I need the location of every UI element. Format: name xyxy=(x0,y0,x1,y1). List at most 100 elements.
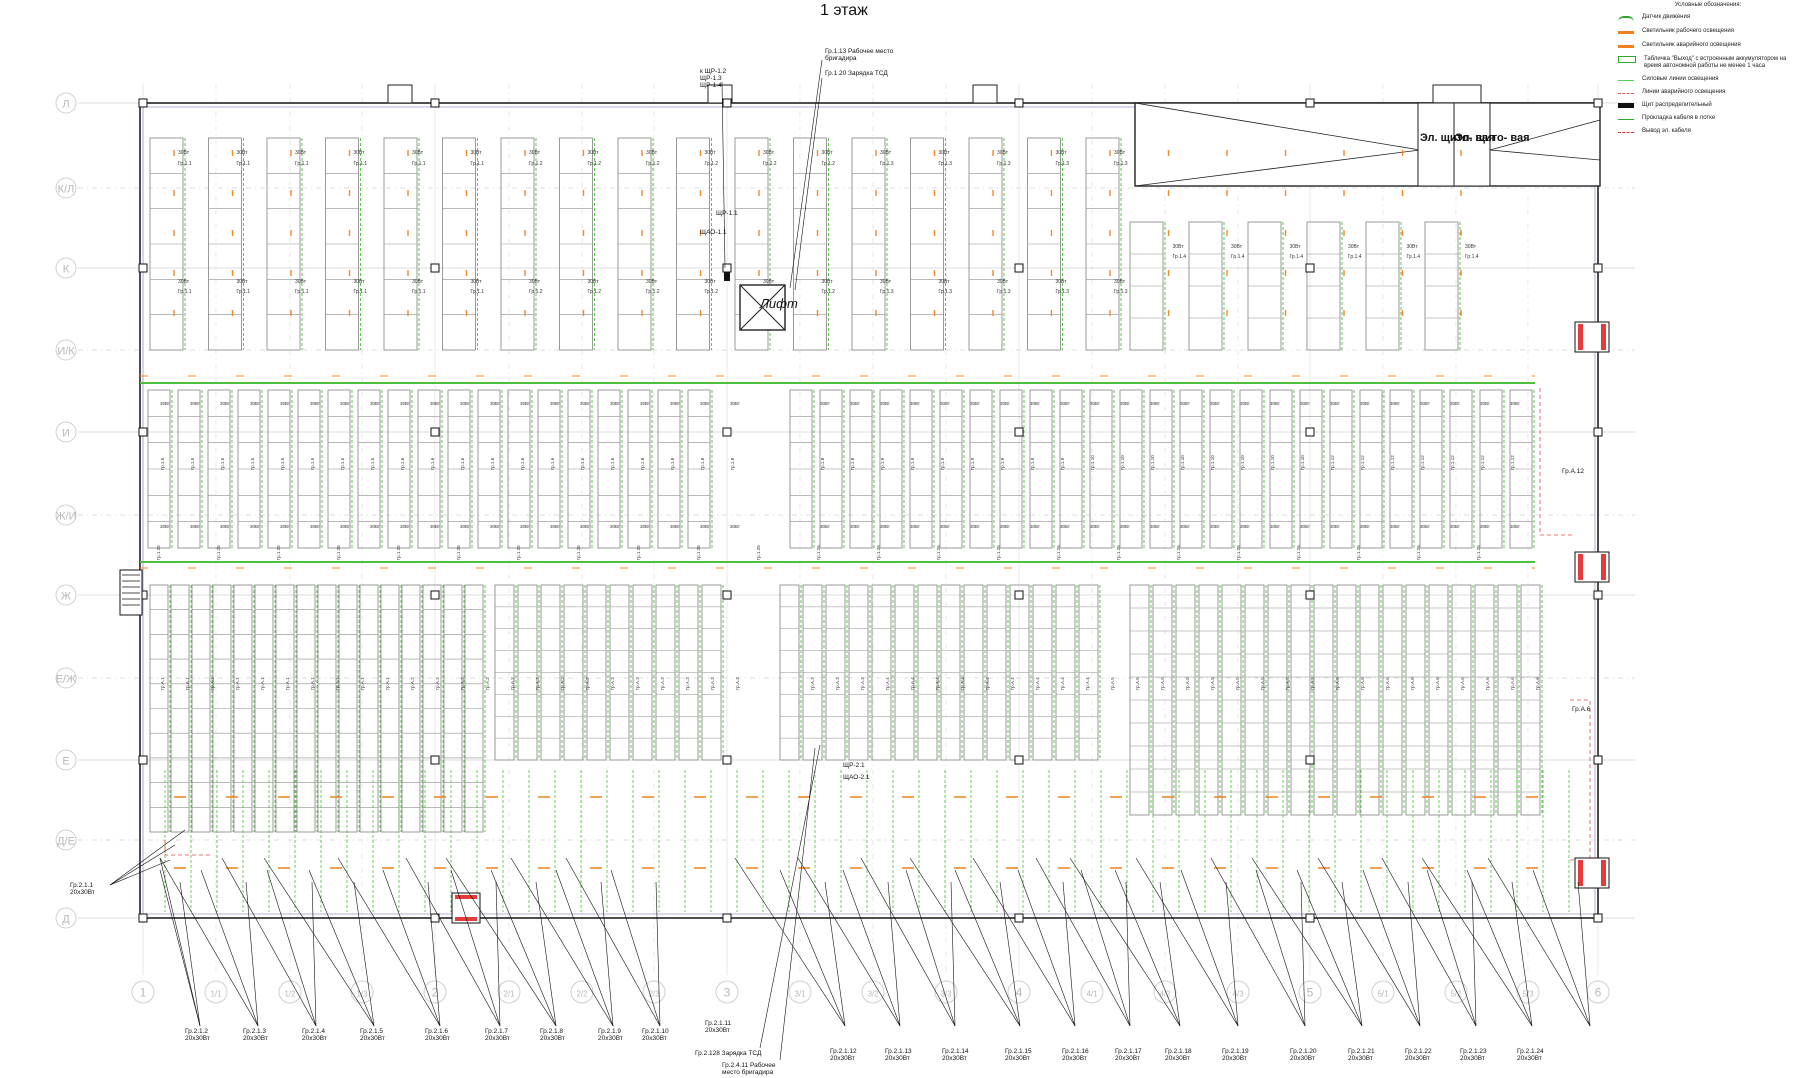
structural-column xyxy=(430,427,440,437)
group-label: Гр.А.6 xyxy=(1385,677,1390,690)
building-outline xyxy=(139,102,1599,919)
leader-line xyxy=(1080,869,1131,1027)
group-label: Гр.1.26 xyxy=(1116,545,1121,560)
structural-column xyxy=(1014,913,1024,923)
fixture-label: 30Вт xyxy=(1090,401,1100,406)
leader-line xyxy=(1466,869,1533,1027)
leader-line xyxy=(655,881,661,1027)
structural-column xyxy=(430,263,440,273)
fixture-label: 30Вт xyxy=(1120,524,1130,529)
fixture-label: 30Вт xyxy=(520,401,530,406)
emergency-line xyxy=(1539,388,1575,536)
group-label: Гр.1.8 xyxy=(640,457,645,470)
fixture-label: 30Вт xyxy=(400,524,410,529)
shao21-label: ЩАО-2.1 xyxy=(843,774,870,781)
group-label: Гр.1.1 xyxy=(237,289,251,295)
grid-col-label: 2/3 xyxy=(648,990,660,999)
fixture-label: 30Вт xyxy=(940,524,950,529)
group-label: Гр.А.1 xyxy=(385,677,390,690)
grid-col-label: 3/2 xyxy=(867,990,879,999)
group-label: Гр.А.5 xyxy=(1235,677,1240,690)
grid-col-bubble xyxy=(278,980,302,1004)
group-label: Гр.1.1 xyxy=(412,289,426,295)
group-label: Гр.А.6 xyxy=(1335,677,1340,690)
fixture-label: 30Вт xyxy=(310,401,320,406)
grid-col-bubble xyxy=(570,980,594,1004)
group-label: Гр.1.6 xyxy=(610,457,615,470)
roof-hatch xyxy=(1432,84,1482,104)
fixture-label: 30Вт xyxy=(822,150,834,156)
group-callout: Гр.2.1.2 20х30Вт xyxy=(185,1028,210,1042)
fixture-label: 30Вт xyxy=(1330,401,1340,406)
fixture-label: 30Вт xyxy=(1210,524,1220,529)
group-label: Гр.А.4 xyxy=(910,677,915,690)
leader-line xyxy=(1511,881,1533,1027)
fixture-label: 30Вт xyxy=(850,401,860,406)
group-label: Гр.1.12 xyxy=(1330,455,1335,470)
fixture-label: 30Вт xyxy=(160,524,170,529)
leader-line xyxy=(245,881,259,1027)
group-label: Гр.А.4 xyxy=(1060,677,1065,690)
emergency-line xyxy=(164,840,210,856)
fixture-label: 30Вт xyxy=(250,524,260,529)
fixture-label: 30Вт xyxy=(550,524,560,529)
leader-line xyxy=(565,857,661,1027)
leader-line xyxy=(1035,857,1131,1027)
group-label: Гр.1.8 xyxy=(850,457,855,470)
fixture-label: 30Вт xyxy=(1360,401,1370,406)
group-label: Гр.1.8 xyxy=(700,457,705,470)
fixture-label: 30Вт xyxy=(1300,401,1310,406)
structural-column xyxy=(1305,98,1315,108)
group-label: Гр.1.4 xyxy=(1290,254,1304,260)
electrical-room xyxy=(1453,102,1491,187)
group-label: Гр.1.3 xyxy=(880,161,894,167)
fixture-label: 30Вт xyxy=(1114,279,1126,285)
leader-line xyxy=(1362,869,1421,1027)
fixture-label: 30Вт xyxy=(412,150,424,156)
grid-col-label: 6 xyxy=(1595,986,1602,1000)
group-callout: Гр.2.1.14 20х30Вт xyxy=(942,1048,969,1062)
group-label: Гр.А.1 xyxy=(285,677,290,690)
group-label: Гр.1.9 xyxy=(1030,457,1035,470)
group-callout: Гр.2.1.12 20х30Вт xyxy=(830,1048,857,1062)
group-label: Гр.А.6 xyxy=(1485,677,1490,690)
leader-line xyxy=(734,857,846,1027)
grid-row-label: Д/Е xyxy=(57,836,75,848)
gate-leaf xyxy=(455,917,477,921)
fixture-label: 30Вт xyxy=(640,401,650,406)
leader-line xyxy=(1159,881,1181,1027)
group-label: Гр.1.25 xyxy=(456,545,461,560)
group-label: Гр.1.26 xyxy=(1296,545,1301,560)
gate-leaf xyxy=(1601,554,1606,580)
grid-row-label: Е xyxy=(62,756,69,768)
roof-hatch xyxy=(972,84,998,104)
group-label: Гр.А.6 xyxy=(1360,677,1365,690)
group-callout: Гр.2.1.10 20х30Вт xyxy=(642,1028,669,1042)
grid-col-bubble xyxy=(497,980,521,1004)
fixture-label: 30Вт xyxy=(190,401,200,406)
leader-line xyxy=(109,844,176,886)
leader-line xyxy=(490,869,557,1027)
fixture-label: 30Вт xyxy=(646,279,658,285)
legend-item: Светильник аварийного освещения xyxy=(1618,42,1798,50)
group-label: Гр.А.4 xyxy=(985,677,990,690)
fixture-label: 30Вт xyxy=(1330,524,1340,529)
structural-column xyxy=(722,590,732,600)
fixture-label: 30Вт xyxy=(580,401,590,406)
group-label: Гр.1.26 xyxy=(1056,545,1061,560)
grid-row-label: К xyxy=(63,264,70,276)
fixture-label: 30Вт xyxy=(1270,401,1280,406)
fixture-label: 30Вт xyxy=(310,524,320,529)
leader-line xyxy=(337,857,441,1027)
structural-column xyxy=(722,98,732,108)
grid-col-label: 5/2 xyxy=(1450,990,1462,999)
panel-callout: к ЩР-1.2 ЩР-1.3 ЩР-1.4 xyxy=(700,68,727,89)
group-label: Гр.А.1 xyxy=(360,677,365,690)
group-label: Гр.1.10 xyxy=(1300,455,1305,470)
legend-item: Табличка "Выход" с встроенным аккумулято… xyxy=(1618,56,1798,70)
group-label: Гр.1.2 xyxy=(588,289,602,295)
group-label: Гр.1.10 xyxy=(1240,455,1245,470)
fixture-label: 30Вт xyxy=(1150,401,1160,406)
legend-item: Светильник рабочего освещения xyxy=(1618,28,1798,36)
group-label: Гр.1.1 xyxy=(354,161,368,167)
